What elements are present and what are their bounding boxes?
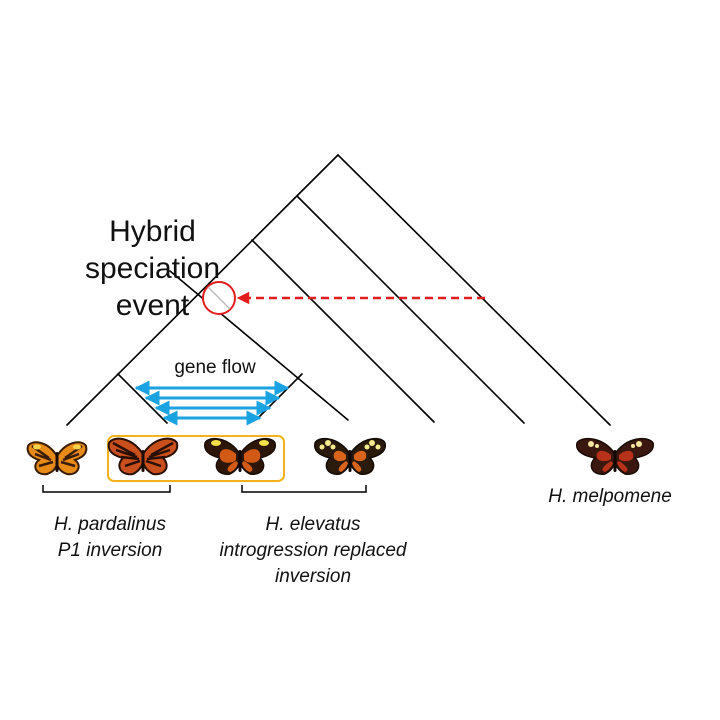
branch-outgroup-2 bbox=[296, 195, 525, 424]
clade-caption-melpomene: H. melpomene bbox=[530, 484, 690, 510]
bracket-pardalinus bbox=[42, 485, 171, 493]
branch-root-melpomene bbox=[337, 154, 611, 426]
branch-outgroup-1 bbox=[251, 239, 435, 423]
butterfly-red-rayed-icon bbox=[203, 437, 277, 475]
caption-line: P1 inversion bbox=[57, 540, 163, 561]
butterfly-tiger-red-icon bbox=[107, 437, 179, 476]
bracket-elevatus bbox=[241, 485, 367, 493]
butterfly-tiger-orange-icon bbox=[26, 441, 88, 476]
branch-elevatus-stem bbox=[169, 270, 349, 421]
title-line: event bbox=[115, 289, 190, 322]
gene-flow-label: gene flow bbox=[174, 357, 256, 378]
caption-line: H. melpomene bbox=[548, 486, 672, 507]
caption-line: H. pardalinus bbox=[54, 514, 166, 535]
branch-elevatus-1 bbox=[257, 373, 303, 419]
caption-line: introgression replaced bbox=[219, 540, 407, 561]
gene-flow-arrows bbox=[134, 380, 290, 426]
clade-brackets bbox=[42, 485, 367, 493]
hybrid-speciation-title: Hybrid speciation event bbox=[70, 213, 235, 324]
butterfly-melpomene-icon bbox=[576, 437, 654, 475]
caption-line: inversion bbox=[274, 566, 352, 587]
highlight-box bbox=[107, 435, 285, 482]
title-line: Hybrid bbox=[109, 215, 196, 248]
hybrid-event-branch-segment bbox=[207, 286, 231, 310]
title-line: speciation bbox=[84, 252, 221, 285]
butterfly-red-rayed-yellow-spots-icon bbox=[313, 437, 387, 475]
caption-line: H. elevatus bbox=[265, 514, 361, 535]
clade-caption-elevatus: H. elevatus introgression replaced inver… bbox=[198, 512, 428, 590]
branch-root-left bbox=[66, 154, 339, 426]
clade-caption-pardalinus: H. pardalinus P1 inversion bbox=[20, 512, 200, 564]
